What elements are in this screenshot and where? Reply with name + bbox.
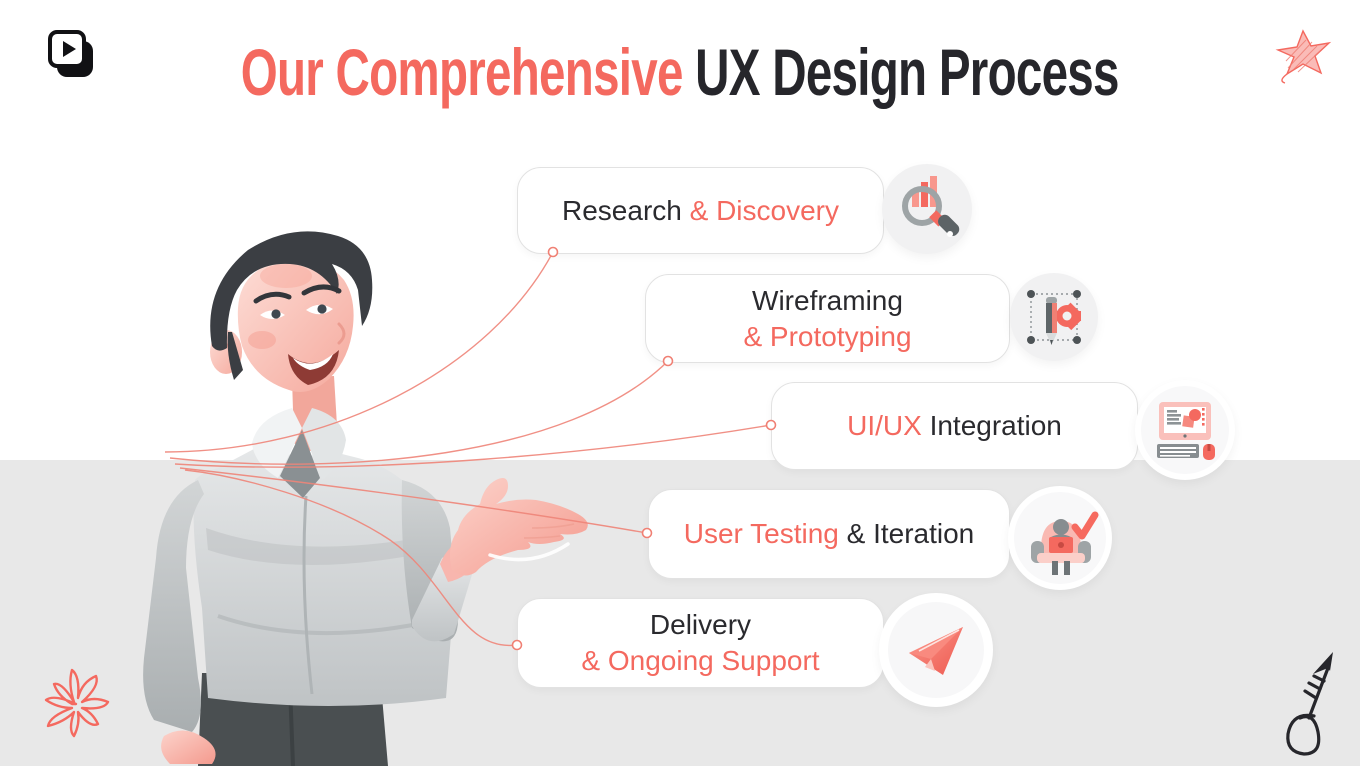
- step-label-accent: & Ongoing Support: [581, 645, 820, 676]
- step-user-testing-iteration: User Testing & Iteration: [648, 489, 1010, 579]
- step-uiux-icon-circle: [1135, 380, 1235, 480]
- step-research-icon-circle: [882, 164, 972, 254]
- step-delivery-support: Delivery & Ongoing Support: [517, 598, 884, 688]
- step-label-accent: User Testing: [683, 518, 847, 549]
- desktop-computer-icon: [1157, 402, 1215, 460]
- paper-plane-icon: [909, 627, 963, 675]
- arrow-doodle-icon: [1286, 652, 1333, 756]
- step-research-discovery: Research & Discovery: [517, 167, 884, 254]
- step-label: & Iteration: [846, 518, 975, 549]
- scribble-star-icon: [1275, 29, 1332, 84]
- step-wireframing-icon-circle: [1010, 273, 1098, 361]
- page-title: Our Comprehensive UX Design Process: [0, 34, 1360, 110]
- step-label: Wireframing: [752, 284, 903, 316]
- user-testing-check-icon: [1031, 511, 1099, 575]
- pencil-gear-artboard-icon: [1027, 290, 1082, 345]
- step-uiux-integration: UI/UX Integration: [771, 382, 1138, 470]
- left-hand: [161, 730, 216, 764]
- head: [210, 231, 373, 392]
- step-label: Delivery: [649, 609, 752, 640]
- logo-frame: [48, 30, 86, 68]
- magnifier-analytics-icon: [902, 176, 960, 237]
- left-arm: [143, 480, 204, 732]
- step-user-testing-icon-circle: [1008, 486, 1112, 590]
- title-accent: Our Comprehensive: [241, 35, 684, 109]
- step-label-accent: & Discovery: [689, 194, 839, 226]
- step-label: Research: [562, 194, 690, 226]
- step-label-accent: & Prototyping: [743, 320, 912, 352]
- step-label: Integration: [929, 410, 1062, 441]
- flower-doodle-icon: [44, 668, 110, 738]
- step-delivery-icon-circle: [879, 593, 993, 707]
- play-icon: [62, 41, 76, 57]
- play-button-logo: [48, 30, 98, 80]
- step-label-accent: UI/UX: [847, 410, 930, 441]
- step-wireframing-prototyping: Wireframing & Prototyping: [645, 274, 1010, 363]
- title-rest: UX Design Process: [682, 35, 1119, 109]
